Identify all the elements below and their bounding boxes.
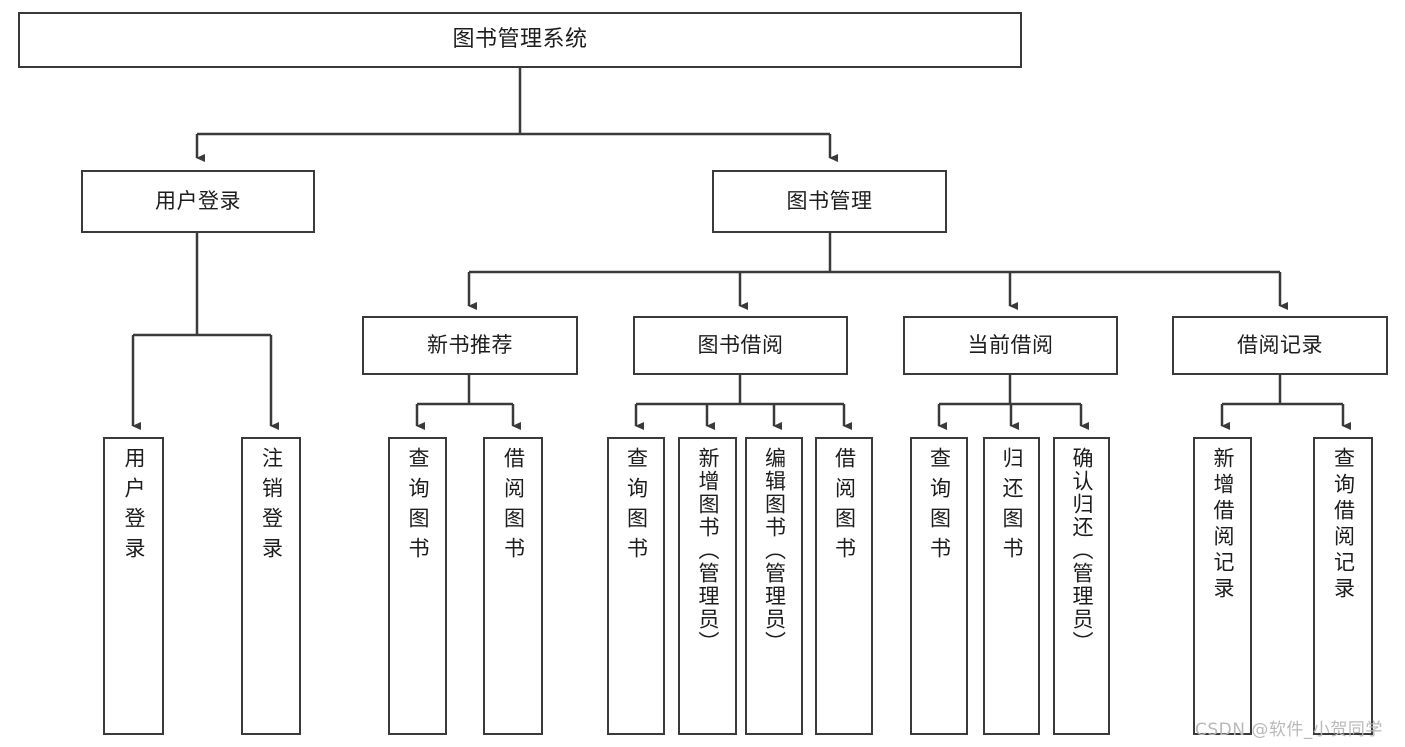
node-leaf-add-book-label: 新增图书（管理员）	[696, 447, 720, 654]
watermark-text: CSDN @软件_小贺同学	[1195, 720, 1383, 740]
node-book-borrow[interactable]: 图书借阅	[633, 316, 848, 375]
node-leaf-borrow-book-2[interactable]: 借阅图书	[815, 437, 873, 735]
node-book-borrow-label: 图书借阅	[697, 332, 784, 357]
node-leaf-return-book-label: 归还图书	[1000, 447, 1024, 567]
node-new-book-rec[interactable]: 新书推荐	[362, 316, 578, 375]
node-leaf-add-book[interactable]: 新增图书（管理员）	[678, 437, 737, 735]
node-leaf-user-logout[interactable]: 注销登录	[241, 437, 301, 735]
node-leaf-query-book-2-label: 查询图书	[624, 447, 649, 567]
node-book-manage[interactable]: 图书管理	[712, 170, 947, 233]
node-leaf-query-book-1-label: 查询图书	[406, 447, 430, 567]
node-leaf-query-record-label: 查询借阅记录	[1331, 447, 1356, 603]
node-root[interactable]: 图书管理系统	[18, 12, 1022, 68]
node-current-borrow-label: 当前借阅	[967, 332, 1054, 357]
node-leaf-confirm-return[interactable]: 确认归还（管理员）	[1053, 437, 1110, 735]
node-borrow-record-label: 借阅记录	[1237, 332, 1323, 357]
node-current-borrow[interactable]: 当前借阅	[903, 316, 1118, 375]
node-leaf-user-logout-label: 注销登录	[259, 447, 284, 567]
node-user-login-label: 用户登录	[155, 188, 241, 213]
node-leaf-query-record[interactable]: 查询借阅记录	[1313, 437, 1373, 735]
node-leaf-add-record[interactable]: 新增借阅记录	[1193, 437, 1252, 735]
node-leaf-borrow-book-1[interactable]: 借阅图书	[483, 437, 543, 735]
node-leaf-add-record-label: 新增借阅记录	[1211, 447, 1235, 603]
node-leaf-user-login[interactable]: 用户登录	[103, 437, 164, 735]
node-leaf-edit-book[interactable]: 编辑图书（管理员）	[745, 437, 803, 735]
node-user-login[interactable]: 用户登录	[81, 170, 315, 233]
node-borrow-record[interactable]: 借阅记录	[1172, 316, 1388, 375]
node-leaf-query-book-2[interactable]: 查询图书	[607, 437, 665, 735]
node-book-manage-label: 图书管理	[786, 188, 873, 213]
node-leaf-borrow-book-1-label: 借阅图书	[501, 447, 526, 567]
node-leaf-query-book-3[interactable]: 查询图书	[910, 437, 968, 735]
node-leaf-user-login-label: 用户登录	[122, 447, 146, 567]
node-leaf-query-book-3-label: 查询图书	[927, 447, 952, 567]
node-leaf-return-book[interactable]: 归还图书	[983, 437, 1040, 735]
node-leaf-confirm-return-label: 确认归还（管理员）	[1070, 447, 1094, 654]
node-root-label: 图书管理系统	[452, 26, 588, 52]
node-leaf-query-book-1[interactable]: 查询图书	[388, 437, 447, 735]
node-new-book-rec-label: 新书推荐	[427, 332, 513, 357]
node-leaf-borrow-book-2-label: 借阅图书	[832, 447, 857, 567]
node-leaf-edit-book-label: 编辑图书（管理员）	[762, 447, 787, 654]
